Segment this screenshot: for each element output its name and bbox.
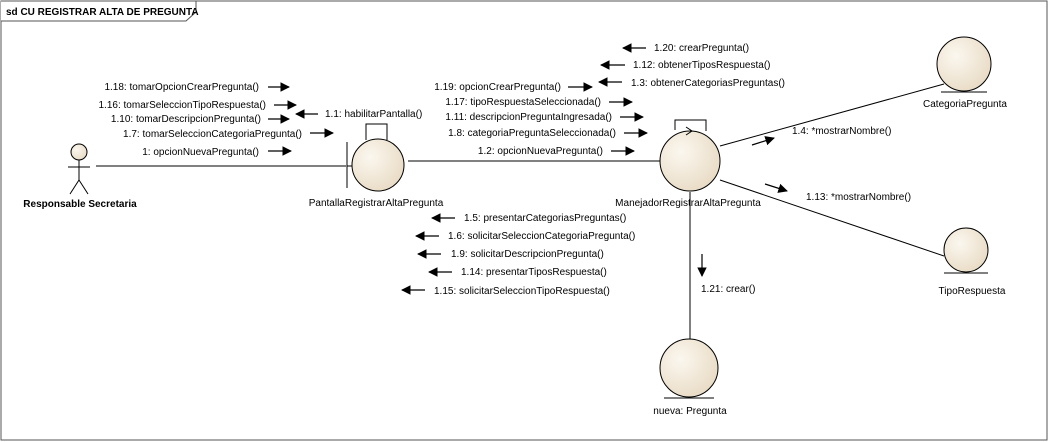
- control-label: ManejadorRegistrarAltaPregunta: [615, 198, 761, 209]
- boundary-pantalla-registrar-alta-pregunta[interactable]: [346, 138, 405, 192]
- msg-1-6: 1.6: solicitarSeleccionCategoriaPregunta…: [448, 231, 635, 242]
- link-control-categoria: [719, 83, 945, 147]
- entity-nueva-label: nueva: Pregunta: [653, 406, 727, 417]
- msg-1-12: 1.12: obtenerTiposRespuesta(): [633, 60, 771, 71]
- msg-1-20: 1.20: crearPregunta(): [654, 43, 749, 54]
- msg-1-8: 1.8: categoriaPreguntaSeleccionada(): [448, 128, 616, 139]
- msg-1-10: 1.10: tomarDescripcionPregunta(): [111, 114, 261, 125]
- msg-1-7: 1.7: tomarSeleccionCategoriaPregunta(): [123, 129, 302, 140]
- entity-tipo-label: TipoRespuesta: [939, 286, 1006, 297]
- msg-1-15: 1.15: solicitarSeleccionTipoRespuesta(): [434, 286, 610, 297]
- msg-1-14: 1.14: presentarTiposRespuesta(): [461, 267, 607, 278]
- actor-responsable-secretaria[interactable]: [68, 143, 90, 195]
- msg-1: 1: opcionNuevaPregunta(): [142, 147, 259, 158]
- actor-label: Responsable Secretaria: [23, 199, 137, 210]
- msg-1-2: 1.2: opcionNuevaPregunta(): [478, 146, 603, 157]
- control-manejador-registrar-alta-pregunta[interactable]: [659, 126, 721, 192]
- msg-1-17: 1.17: tipoRespuestaSeleccionada(): [445, 97, 601, 108]
- arrow-1-13: [764, 183, 788, 193]
- msg-1-5: 1.5: presentarCategoriasPreguntas(): [464, 213, 626, 224]
- msg-1-11: 1.11: descripcionPreguntaIngresada(): [445, 112, 612, 123]
- msg-1-16: 1.16: tomarSeleccionTipoRespuesta(): [99, 100, 267, 111]
- control-self-link: [674, 119, 707, 131]
- frame-title: sd CU REGISTRAR ALTA DE PREGUNTA: [6, 7, 199, 18]
- msg-1-13: 1.13: *mostrarNombre(): [806, 192, 911, 203]
- entity-nueva-pregunta[interactable]: [659, 338, 719, 399]
- entity-categoria-pregunta[interactable]: [936, 36, 992, 93]
- msg-1-19: 1.19: opcionCrearPregunta(): [434, 82, 561, 93]
- entity-categoria-label: CategoriaPregunta: [923, 99, 1007, 110]
- arrow-1-4: [751, 136, 775, 146]
- msg-1-21: 1.21: crear(): [701, 284, 755, 295]
- msg-1-1: 1.1: habilitarPantalla(): [325, 109, 422, 120]
- entity-tipo-respuesta[interactable]: [943, 227, 989, 274]
- msg-1-4: 1.4: *mostrarNombre(): [792, 126, 891, 137]
- boundary-self-link: [365, 123, 388, 140]
- frame-title-tab: [1, 0, 197, 22]
- msg-1-3: 1.3: obtenerCategoriasPreguntas(): [631, 78, 785, 89]
- link-control-tipo: [719, 179, 945, 257]
- msg-1-9: 1.9: solicitarDescripcionPregunta(): [451, 249, 604, 260]
- msg-1-18: 1.18: tomarOpcionCrearPregunta(): [104, 82, 259, 93]
- boundary-label: PantallaRegistrarAltaPregunta: [309, 198, 444, 209]
